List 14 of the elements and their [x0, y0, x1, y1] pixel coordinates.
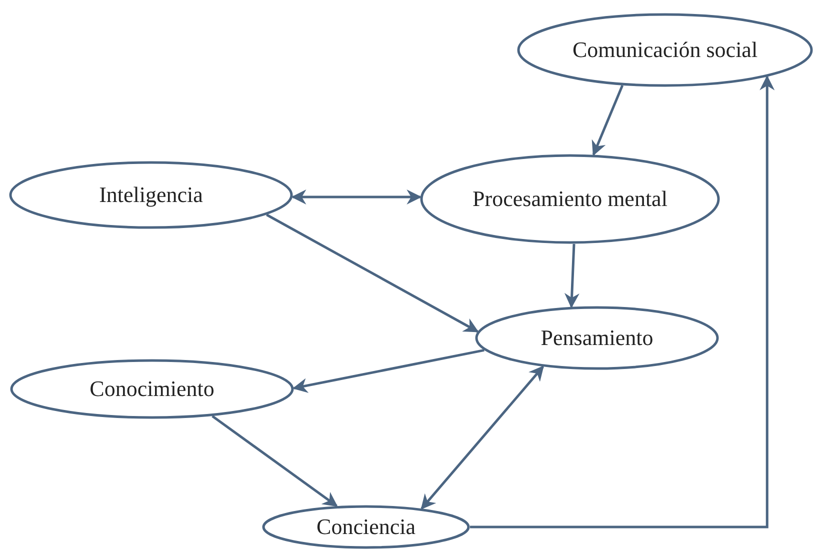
arrow	[266, 214, 479, 333]
arrow	[420, 366, 544, 510]
arrow	[291, 190, 422, 204]
node-label: Conocimiento	[90, 375, 214, 403]
node-label: Inteligencia	[99, 181, 203, 209]
arrow	[470, 75, 775, 528]
node-label: Pensamiento	[540, 324, 654, 352]
node-label: Comunicación social	[572, 36, 758, 64]
arrow	[212, 415, 338, 507]
arrow	[592, 84, 624, 156]
arrow	[564, 244, 580, 308]
node-label: Conciencia	[316, 513, 416, 541]
node-label: Procesamiento mental	[472, 185, 668, 213]
arrow	[292, 348, 484, 393]
